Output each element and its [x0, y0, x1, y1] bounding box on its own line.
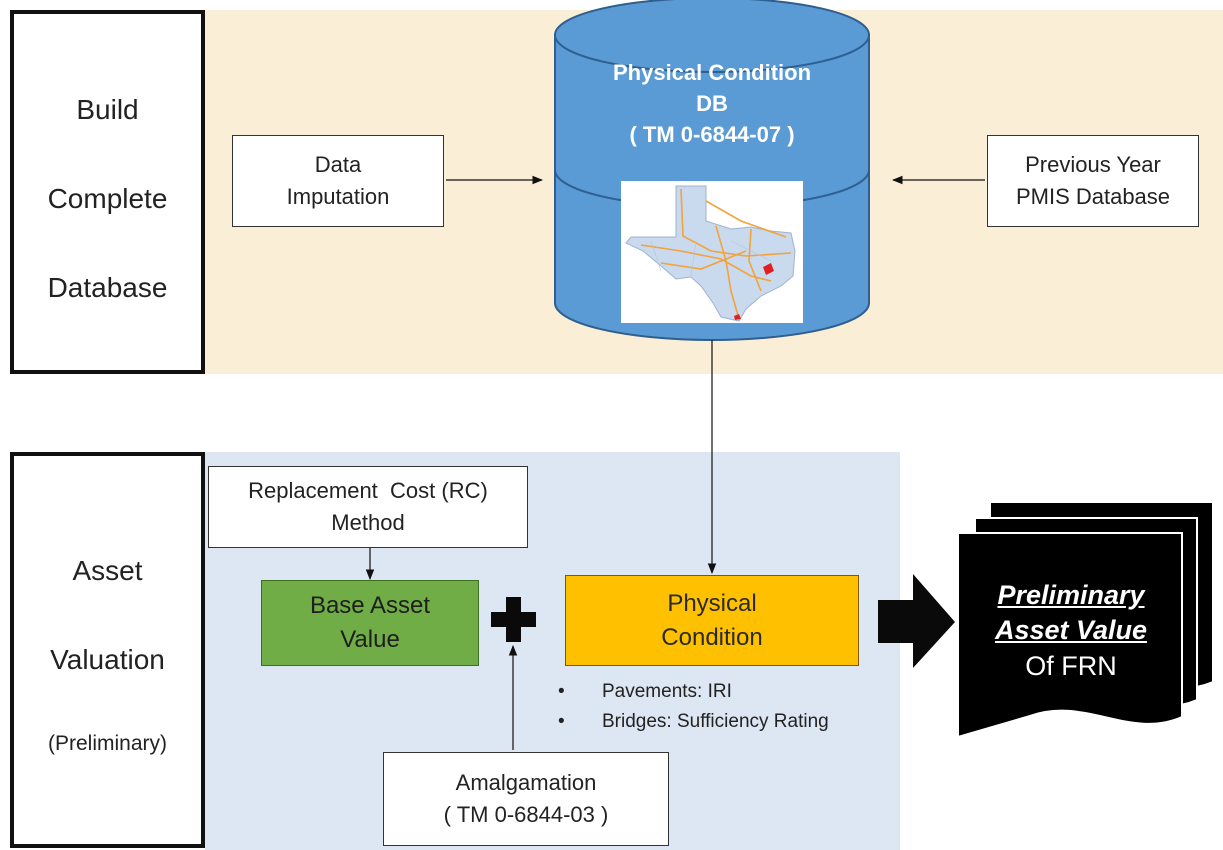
base-asset-line1: Base Asset: [309, 592, 431, 619]
preliminary-line2: Asset Value: [994, 615, 1148, 645]
rc-line1: Replacement Cost (RC): [248, 478, 488, 503]
base-asset-value-box: Base Asset Value: [261, 580, 479, 666]
build-database-label-box: Build Complete Database: [10, 10, 205, 374]
amalgamation-box: Amalgamation ( TM 0-6844-03 ): [383, 752, 669, 846]
label-line-preliminary: (Preliminary): [47, 732, 167, 755]
preliminary-asset-value-label: Preliminary Asset Value Of FRN: [962, 578, 1180, 684]
pmis-line2: PMIS Database: [1015, 184, 1171, 209]
amalgamation-line1: Amalgamation: [455, 770, 597, 795]
db-title-line1: Physical Condition: [612, 60, 812, 85]
rc-line2: Method: [331, 510, 405, 535]
big-arrow-icon: [878, 574, 955, 668]
texas-map-icon: [621, 181, 803, 323]
bullet-pavements: •Pavements: IRI: [558, 681, 732, 702]
physical-condition-db-label: Physical Condition DB ( TM 0-6844-07 ): [580, 57, 844, 150]
amalgamation-line2: ( TM 0-6844-03 ): [443, 802, 609, 827]
condition-bullet-list: •Pavements: IRI •Bridges: Sufficiency Ra…: [558, 677, 829, 737]
pmis-line1: Previous Year: [1025, 152, 1161, 177]
db-title-line3: ( TM 0-6844-07 ): [629, 122, 795, 147]
label-line-complete: Complete: [47, 183, 168, 214]
label-line-build: Build: [76, 94, 139, 125]
multi-document-shape: [957, 501, 1214, 739]
plus-icon: [491, 597, 536, 642]
base-asset-line2: Value: [340, 626, 400, 653]
data-imputation-line2: Imputation: [286, 184, 390, 209]
data-imputation-box: Data Imputation: [232, 135, 444, 227]
previous-year-pmis-box: Previous Year PMIS Database: [987, 135, 1199, 227]
preliminary-line1: Preliminary: [997, 580, 1145, 610]
label-line-valuation: Valuation: [50, 644, 165, 675]
physical-condition-line2: Condition: [661, 623, 763, 651]
replacement-cost-box: Replacement Cost (RC) Method: [208, 466, 528, 548]
asset-valuation-label-box: Asset Valuation (Preliminary): [10, 452, 205, 848]
preliminary-line3: Of FRN: [1025, 651, 1117, 681]
physical-condition-box: Physical Condition: [565, 575, 859, 666]
bullet-bridges: •Bridges: Sufficiency Rating: [558, 711, 829, 732]
data-imputation-line1: Data: [314, 152, 362, 177]
db-title-line2: DB: [696, 91, 728, 116]
label-line-database: Database: [47, 272, 168, 303]
physical-condition-line1: Physical: [667, 589, 757, 617]
label-line-asset: Asset: [72, 555, 143, 586]
